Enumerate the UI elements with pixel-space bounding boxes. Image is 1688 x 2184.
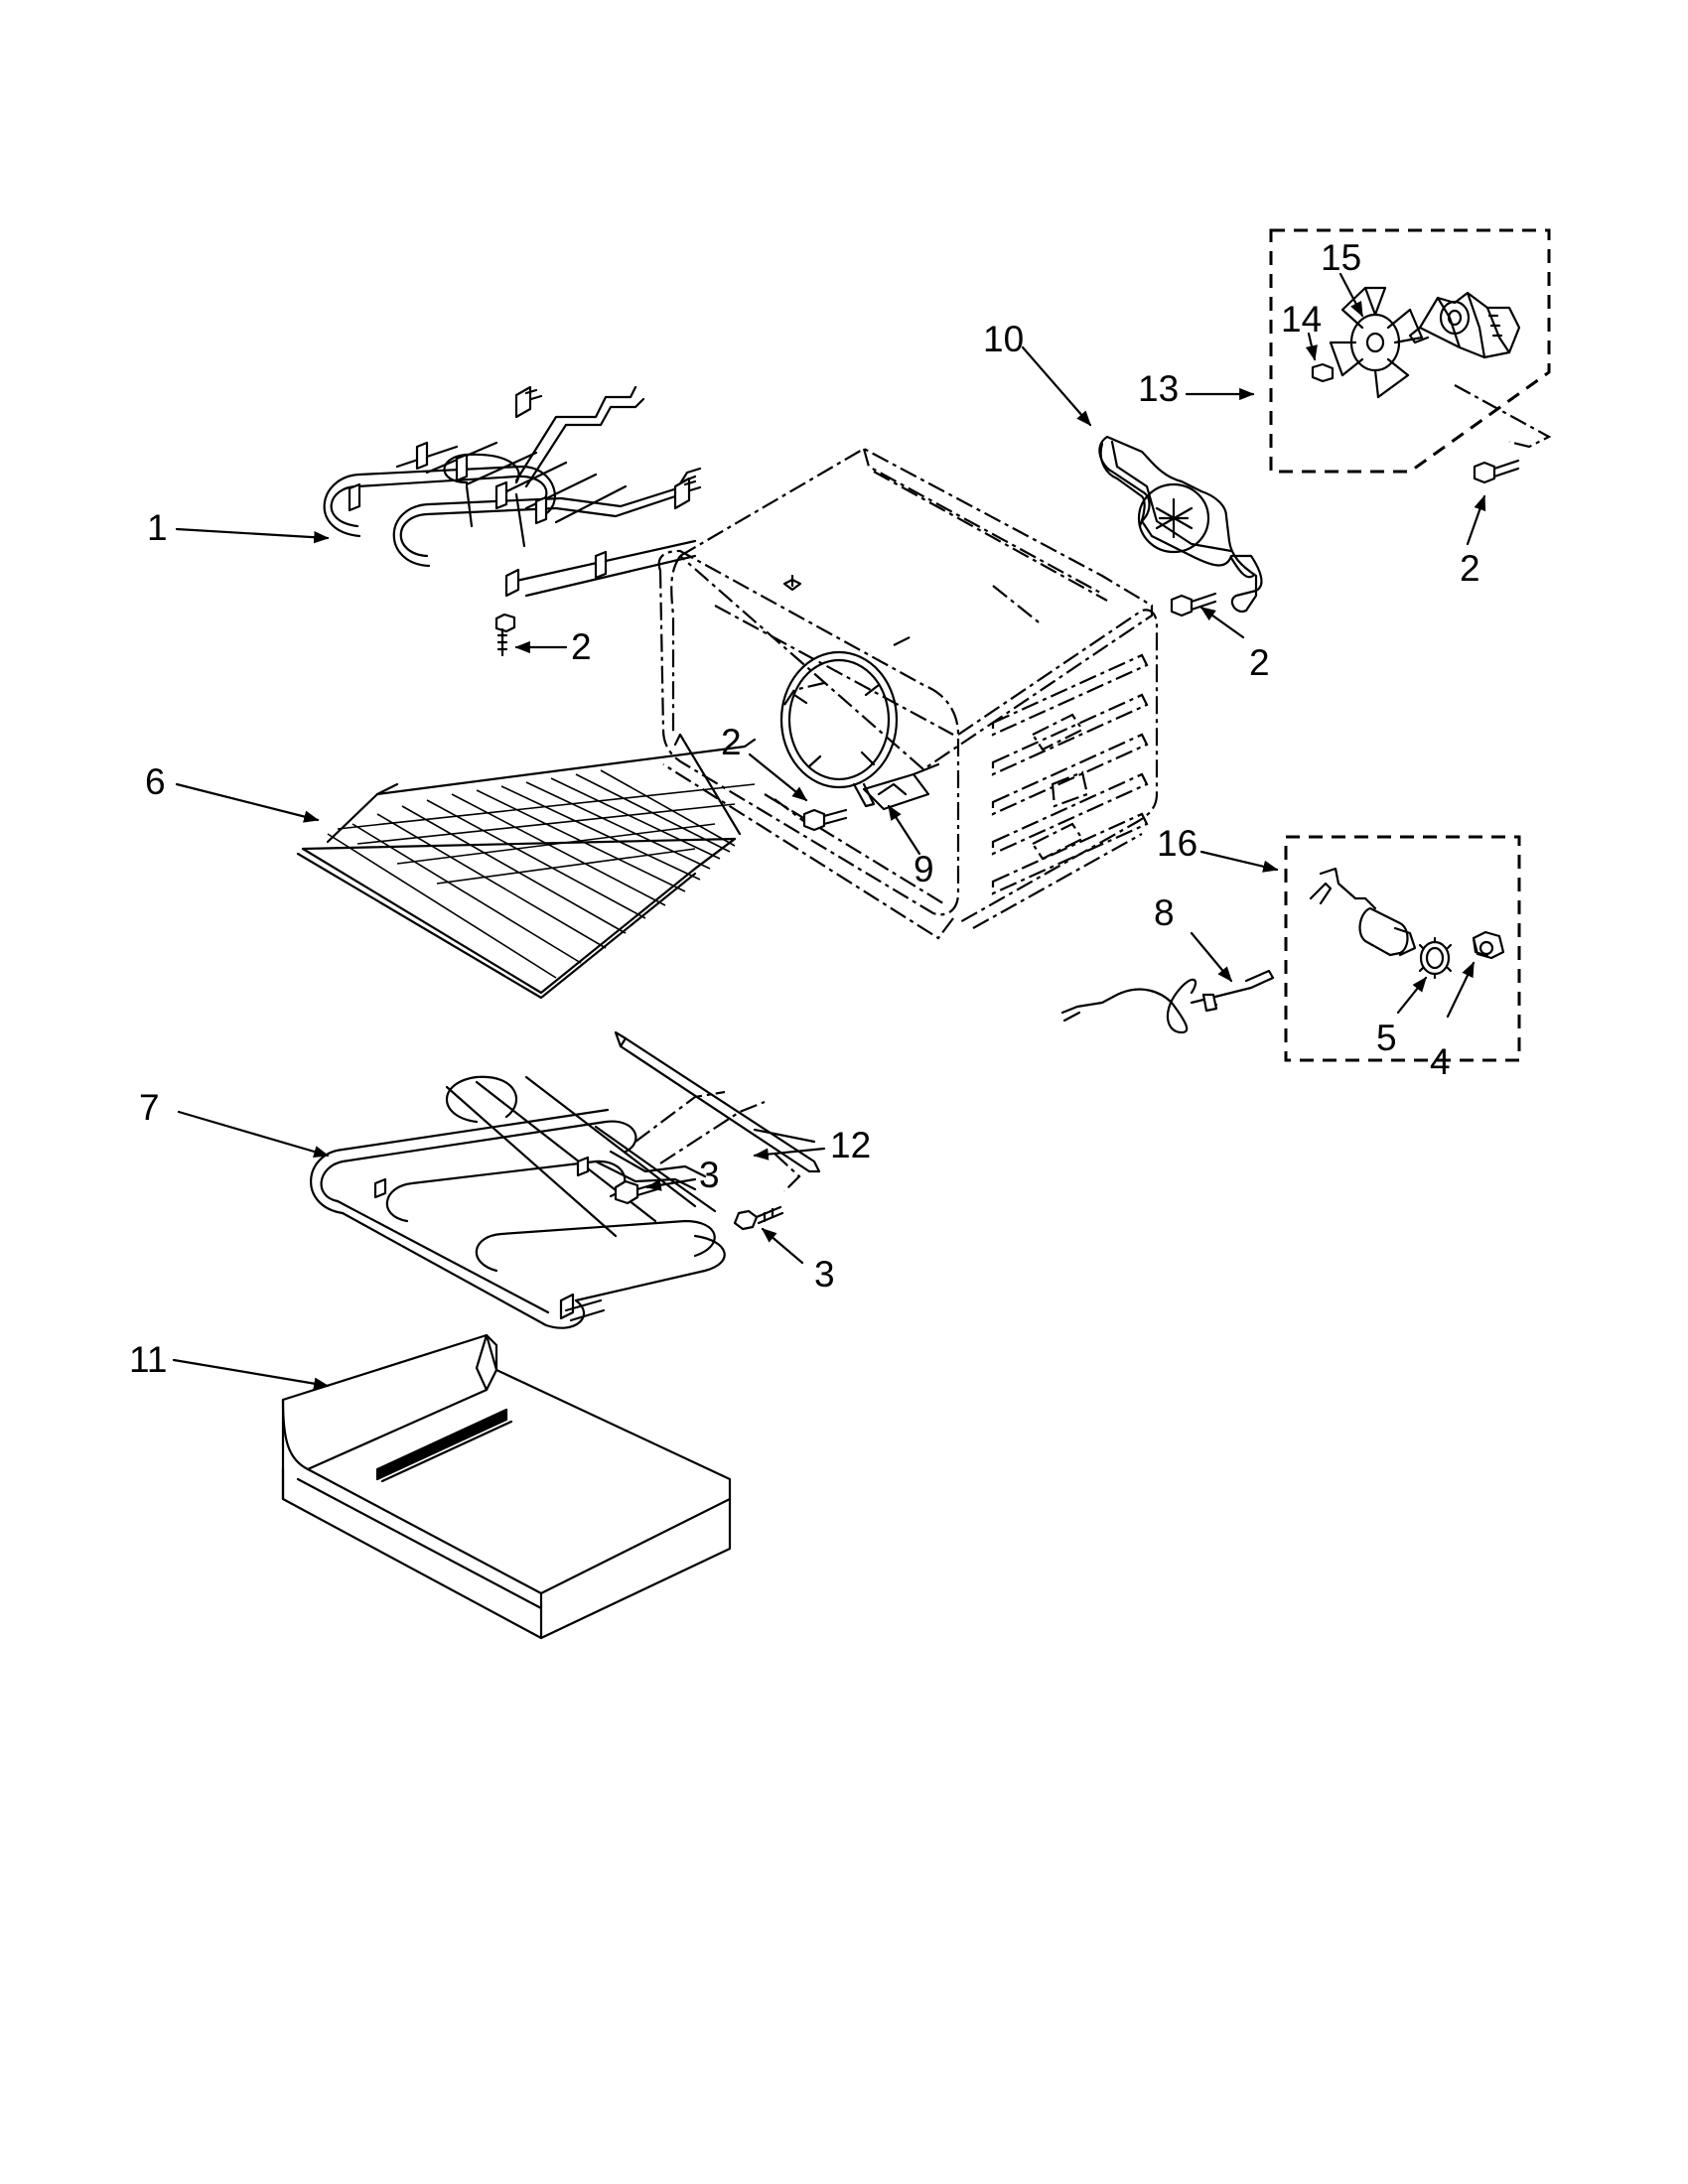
callout-2: 2 xyxy=(721,722,742,762)
washer-part xyxy=(1418,936,1453,980)
meat-probe-jack-part xyxy=(1309,867,1417,957)
callout-4: 4 xyxy=(1430,1041,1451,1082)
callout-3: 3 xyxy=(699,1155,720,1195)
callout-14: 14 xyxy=(1281,299,1322,340)
oven-cavity-part xyxy=(657,447,1159,940)
fan-nut-part xyxy=(1311,362,1335,383)
broil-element-part xyxy=(323,385,702,598)
oven-rack-slots xyxy=(991,653,1149,895)
screw-icon xyxy=(494,613,516,657)
meat-probe-part xyxy=(1060,969,1275,1034)
callout-12: 12 xyxy=(830,1125,871,1165)
fan-blade-part xyxy=(1329,286,1424,399)
callout-7: 7 xyxy=(139,1087,160,1128)
callout-2: 2 xyxy=(1249,642,1270,683)
bottom-panel-part xyxy=(281,1333,732,1640)
assembly-dash-lines xyxy=(634,1090,801,1192)
sensor-assembly-box xyxy=(1284,835,1521,1062)
screw-icon xyxy=(802,808,848,832)
callout-2: 2 xyxy=(1460,548,1480,589)
callout-6: 6 xyxy=(145,761,166,802)
bake-element-part xyxy=(310,1075,726,1329)
screw-icon xyxy=(1473,459,1520,484)
callout-1: 1 xyxy=(147,507,168,548)
callout-16: 16 xyxy=(1157,823,1197,864)
callout-15: 15 xyxy=(1321,237,1361,278)
callout-10: 10 xyxy=(983,319,1024,359)
callout-3: 3 xyxy=(814,1254,835,1295)
callout-9: 9 xyxy=(914,849,934,889)
callout-8: 8 xyxy=(1154,892,1175,933)
fan-motor-part xyxy=(1408,291,1521,359)
leader-arrows xyxy=(172,272,1486,1390)
assembly-dash-lines xyxy=(1454,384,1552,449)
element-bracket-part xyxy=(614,1030,821,1173)
callout-2: 2 xyxy=(571,626,592,667)
fan-baffle-part xyxy=(1098,435,1263,614)
callout-5: 5 xyxy=(1376,1018,1397,1058)
callout-11: 11 xyxy=(129,1339,167,1380)
nut-part xyxy=(1472,930,1505,960)
screw-icon xyxy=(733,1205,784,1231)
fan-assembly-box xyxy=(1269,228,1551,474)
convection-element-part xyxy=(779,650,940,811)
callout-13: 13 xyxy=(1138,368,1179,409)
screw-icon xyxy=(782,574,802,592)
screw-icon xyxy=(1170,592,1217,617)
callout-labels: 1 2 6 7 3 3 12 11 2 9 10 2 13 14 15 2 16… xyxy=(129,237,1480,1380)
oven-rack-part xyxy=(296,733,757,1000)
screw-icon xyxy=(614,1179,659,1205)
